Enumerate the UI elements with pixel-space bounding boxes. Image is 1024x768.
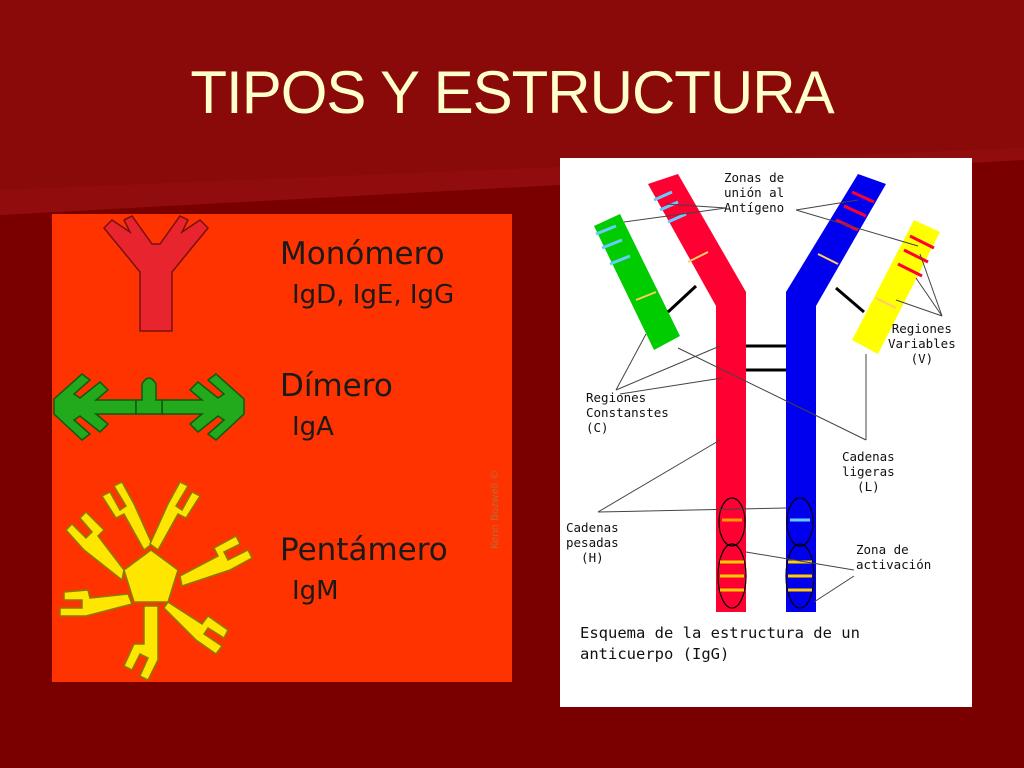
monomer-shape (102, 215, 210, 332)
antibody-diagram (594, 174, 943, 612)
light-chain-yellow (852, 220, 940, 354)
diagram-caption: Esquema de la estructura de un anticuerp… (580, 623, 860, 665)
heavy-chain-blue (786, 174, 886, 612)
label-activation-zone: Zona de activación (856, 542, 932, 572)
heavy-chain-red (648, 174, 746, 612)
pentamer-types: IgM (292, 576, 339, 606)
disulfide-bonds (666, 284, 865, 372)
label-antigen-zones: Zonas de unión al Antígeno (724, 170, 785, 215)
caption-line-2: anticuerpo (IgG) (580, 645, 730, 663)
caption-line-1: Esquema de la estructura de un (580, 624, 860, 642)
immunoglobulin-shapes (53, 215, 253, 682)
label-light-chains: Cadenas ligeras (L) (842, 449, 895, 494)
label-heavy-chains: Cadenas pesadas (H) (566, 520, 619, 565)
slide-title: TIPOS Y ESTRUCTURA (190, 59, 834, 126)
antibody-structure-panel: Zonas de unión al Antígeno Regiones Vari… (560, 158, 972, 707)
label-variable-regions: Regiones Variables (V) (888, 321, 956, 366)
dimer-label: Dímero (280, 368, 393, 404)
light-chain-green (594, 214, 680, 350)
label-constant-regions: Regiones Constanstes (C) (586, 390, 669, 435)
image-credit: Kenn Bozwell © (490, 469, 501, 549)
dimer-shape (53, 373, 245, 441)
activation-zone-marks (717, 497, 815, 609)
dimer-types: IgA (292, 412, 334, 442)
monomer-label: Monómero (280, 236, 445, 272)
immunoglobulin-types-panel: Monómero IgD, IgE, IgG Dímero IgA Pentám… (52, 214, 512, 682)
pentamer-label: Pentámero (280, 532, 448, 568)
monomer-types: IgD, IgE, IgG (292, 280, 455, 310)
pentamer-shape (59, 481, 253, 682)
leader-lines (597, 199, 943, 603)
hinge-bands (635, 251, 897, 309)
activation-zone-bands (720, 518, 812, 592)
